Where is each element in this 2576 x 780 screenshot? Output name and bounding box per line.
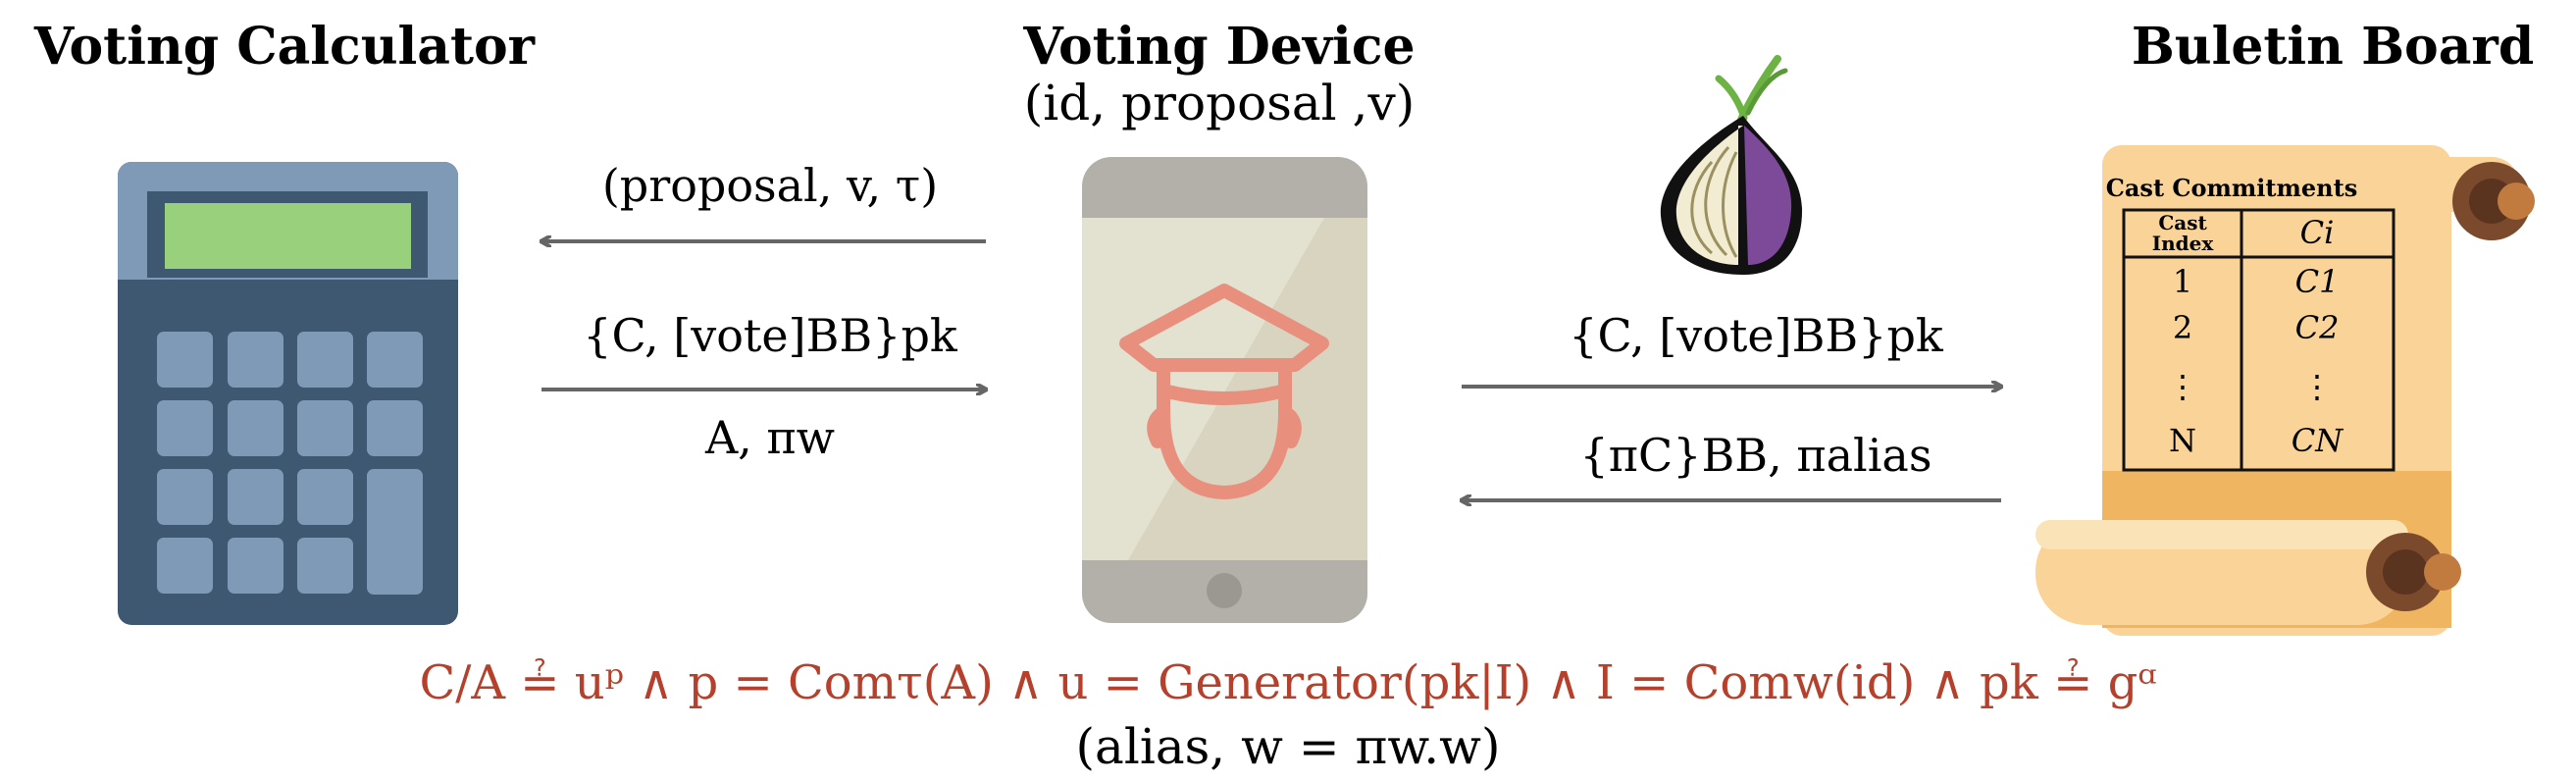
onion-icon [1660, 55, 1803, 275]
board-row-index: N [2169, 422, 2196, 459]
msg-to-board: {C, [vote]BB}pk [1569, 309, 1944, 362]
board-table-heading: Cast Commitments [2106, 174, 2357, 202]
board-table: Cast Commitments Cast Index Ci 1 C1 2 C2… [2106, 174, 2396, 472]
board-row-commit: C1 [2295, 263, 2340, 300]
board-row-commit: CN [2292, 422, 2344, 459]
device-title: Voting Device [1022, 17, 1415, 77]
officer-icon [1119, 284, 1329, 499]
msg-from-board: {πC}BB, πalias [1580, 429, 1932, 482]
msg-to-calculator: (proposal, v, τ) [602, 159, 938, 212]
board-row-index: ⋮ [2167, 368, 2198, 405]
device-subtitle: (id, proposal ,v) [1024, 75, 1415, 131]
board-col1-header-line2: Index [2152, 232, 2215, 255]
msg-from-device-bottom: A, πw [704, 411, 835, 464]
board-row-index: 2 [2173, 309, 2192, 346]
board-row-commit: C2 [2295, 309, 2340, 346]
board-col1-header-line1: Cast [2158, 211, 2207, 234]
scroll-icon [2035, 145, 2535, 636]
board-title: Buletin Board [2132, 17, 2534, 77]
board-col2-header: Ci [2300, 214, 2335, 251]
calculator-title: Voting Calculator [33, 17, 536, 77]
equation-note: (alias, w = πw.w) [1076, 718, 1501, 775]
msg-from-device-top: {C, [vote]BB}pk [583, 309, 958, 362]
phone-icon [1082, 157, 1367, 623]
calculator-icon [118, 162, 458, 625]
verification-equation: C/A ≟ uᵖ ∧ p = Comτ(A) ∧ u = Generator(p… [419, 655, 2156, 710]
board-row-index: 1 [2173, 263, 2192, 300]
board-row-commit: ⋮ [2301, 368, 2333, 405]
